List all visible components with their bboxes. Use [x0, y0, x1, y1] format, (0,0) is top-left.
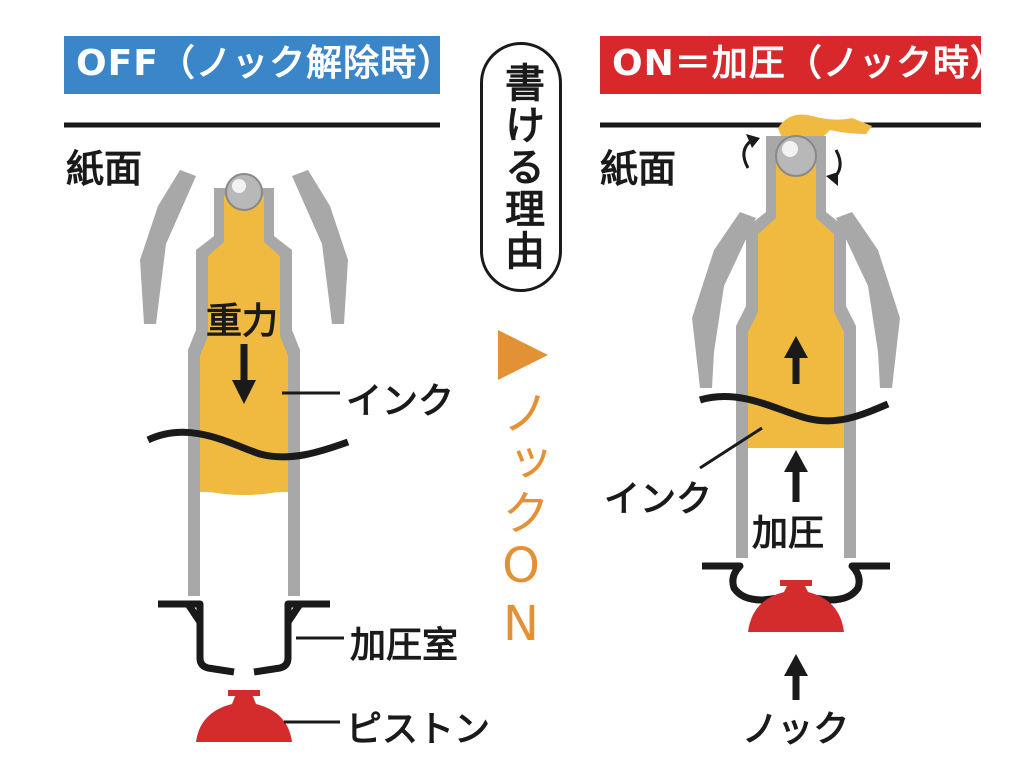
- left-ink-label: インク: [346, 381, 455, 422]
- right-ink-label: インク: [604, 479, 713, 520]
- right-ink-leader: [699, 426, 763, 470]
- left-ink-fill: [200, 196, 288, 452]
- left-break-line: [146, 428, 350, 461]
- gravity-label: 重力: [206, 301, 279, 342]
- off-state-banner: OFF（ノック解除時）: [64, 36, 453, 94]
- left-lower-tube-wall-right: [288, 456, 300, 596]
- right-pen: [692, 114, 900, 700]
- right-clip-arm-right: [836, 212, 900, 388]
- right-piston: [748, 584, 844, 632]
- piston-label: ピストン: [346, 709, 491, 750]
- right-lower-tube-wall-right: [844, 412, 856, 558]
- right-ink-arrow-head: [784, 336, 808, 358]
- rotation-arrow-left-head: [746, 134, 760, 148]
- left-lower-tube-wall-left: [188, 456, 200, 596]
- gravity-arrow-head: [232, 380, 256, 404]
- right-lower-tube-wall-left: [736, 412, 748, 558]
- right-ball: [775, 135, 817, 177]
- left-chamber-lip-left: [185, 602, 203, 624]
- on-state-banner: ON＝加圧（ノック時）: [600, 36, 1006, 94]
- knock-on-arrow: [498, 330, 548, 380]
- left-piston: [196, 694, 292, 742]
- left-piston-cap: [228, 690, 260, 696]
- left-ball: [225, 173, 263, 211]
- left-ball-highlight: [232, 179, 246, 193]
- left-pen: [140, 170, 350, 742]
- right-break-line: [698, 393, 890, 425]
- rotation-arrow-right-head: [826, 172, 838, 186]
- left-paper-label: 紙面: [66, 147, 143, 191]
- left-ink-bottom: [200, 478, 288, 495]
- knock-arrow-head: [784, 654, 808, 676]
- right-ink-fill: [748, 148, 844, 410]
- left-chamber-lip-right: [285, 602, 303, 624]
- right-piston-cap: [780, 580, 812, 586]
- right-clip-arm-left: [692, 212, 756, 388]
- left-clip-arm-left: [140, 170, 196, 324]
- pressure-arrow-head: [784, 450, 808, 472]
- knock-label: ノック: [742, 709, 850, 750]
- right-paper-label: 紙面: [600, 147, 677, 191]
- chamber-label: 加圧室: [350, 625, 459, 666]
- left-clip-arm-right: [292, 170, 348, 324]
- reason-label: 書ける理由: [498, 62, 544, 272]
- pressure-label: 加圧: [752, 513, 825, 554]
- reason-pill: 書ける理由: [480, 42, 562, 292]
- right-ball-highlight: [782, 141, 798, 157]
- knock-on-label: ノックON: [493, 388, 549, 654]
